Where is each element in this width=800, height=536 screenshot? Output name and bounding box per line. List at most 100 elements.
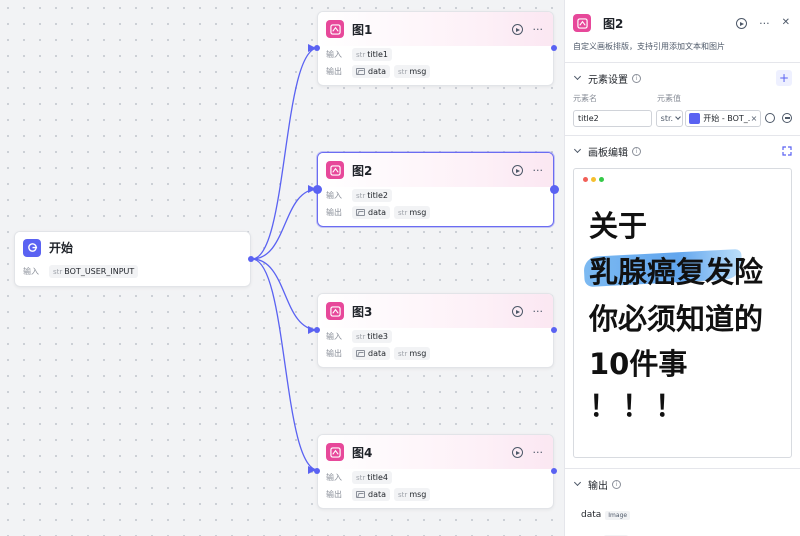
- output-data-tag: data: [352, 488, 391, 501]
- output-header[interactable]: 输出 i: [565, 469, 800, 499]
- output-name: data: [581, 510, 602, 520]
- start-icon: [23, 238, 41, 257]
- wire-start-to-1: [251, 47, 319, 260]
- reference-settings-icon[interactable]: [765, 113, 776, 123]
- clear-icon[interactable]: ×: [750, 113, 758, 123]
- wire-start-to-3: [251, 258, 319, 331]
- image-node-2-output-port[interactable]: [549, 184, 559, 194]
- image-type-icon: [356, 68, 365, 75]
- image-type-icon: [356, 350, 365, 357]
- window-dots: [583, 177, 607, 182]
- panel-title: 图2: [603, 16, 624, 31]
- output-label: 输出: [326, 349, 342, 358]
- element-row: title2 str. 开始 - BOT_... ×: [565, 105, 800, 129]
- image-node-icon: [326, 161, 344, 179]
- image-node-4-input-port[interactable]: [314, 468, 320, 474]
- output-label: 输出: [326, 490, 342, 499]
- image-node-title: 图1: [352, 22, 373, 37]
- output-item-msg: msgString: [565, 527, 800, 536]
- poster-line: 关于: [589, 209, 648, 243]
- info-icon: i: [632, 146, 641, 156]
- more-icon[interactable]: ···: [532, 163, 544, 177]
- poster-line: 10件事: [589, 347, 688, 381]
- canvas-preview[interactable]: 关于 乳腺癌复发险 你必须知道的 10件事 ！！！: [573, 168, 792, 458]
- image-node-icon: [573, 14, 591, 32]
- input-label: 输入: [23, 267, 39, 276]
- chevron-down-icon: [573, 478, 582, 487]
- canvas-edit-section: 画板编辑 i 关于 乳腺癌复发险 你必须知道的 10件事 ！！！: [565, 135, 800, 458]
- image-node-3-output-port[interactable]: [551, 327, 557, 333]
- expand-icon[interactable]: [782, 146, 792, 156]
- type-select[interactable]: str.: [655, 109, 684, 127]
- run-icon[interactable]: [736, 17, 748, 30]
- input-label: 输入: [326, 191, 342, 200]
- image-type-icon: [356, 491, 365, 498]
- more-icon[interactable]: ···: [759, 16, 770, 30]
- close-icon[interactable]: ✕: [781, 17, 790, 28]
- image-node-1-output-port[interactable]: [551, 45, 557, 51]
- start-output-port[interactable]: [248, 256, 254, 262]
- element-column-headers: 元素名 元素值: [565, 93, 800, 105]
- image-node-3-input-port[interactable]: [314, 327, 320, 333]
- output-data-tag: data: [352, 65, 391, 78]
- panel-description: 自定义画板排版，支持引用添加文本和图片: [573, 42, 725, 51]
- reference-value-field[interactable]: 开始 - BOT_... ×: [685, 109, 762, 127]
- info-icon: i: [612, 479, 621, 489]
- input-label: 输入: [326, 473, 342, 482]
- wire-start-to-2: [251, 188, 319, 260]
- run-icon[interactable]: [511, 23, 523, 36]
- run-icon[interactable]: [511, 305, 523, 318]
- element-name-input[interactable]: title2: [573, 109, 652, 127]
- output-label: 输出: [326, 208, 342, 217]
- chevron-down-icon: [573, 72, 582, 81]
- input-label: 输入: [326, 332, 342, 341]
- image-node-icon: [326, 443, 344, 461]
- more-icon[interactable]: ···: [532, 445, 544, 459]
- wire-start-to-4: [251, 258, 319, 471]
- output-label: 输出: [326, 67, 342, 76]
- more-icon[interactable]: ···: [532, 22, 544, 36]
- run-icon[interactable]: [511, 164, 523, 177]
- start-icon: [689, 112, 701, 124]
- image-node-4-output-port[interactable]: [551, 468, 557, 474]
- image-node-1-input-port[interactable]: [314, 45, 320, 51]
- add-element-button[interactable]: +: [776, 70, 792, 86]
- canvas-edit-header[interactable]: 画板编辑 i: [565, 136, 800, 166]
- run-icon[interactable]: [511, 446, 523, 459]
- element-settings-header[interactable]: 元素设置 i +: [565, 63, 800, 93]
- input-label: 输入: [326, 50, 342, 59]
- chevron-down-icon: [573, 145, 582, 154]
- output-data-tag: data: [352, 206, 391, 219]
- poster-line: 你必须知道的: [589, 302, 764, 336]
- poster-line: ！！！: [589, 389, 689, 423]
- image-node-2-input-port[interactable]: [312, 184, 322, 194]
- chevron-down-icon: [675, 114, 681, 120]
- output-name: msg: [581, 534, 600, 536]
- start-node-title: 开始: [49, 241, 74, 255]
- more-icon[interactable]: ···: [532, 304, 544, 318]
- remove-icon[interactable]: [782, 113, 792, 123]
- image-node-icon: [326, 302, 344, 320]
